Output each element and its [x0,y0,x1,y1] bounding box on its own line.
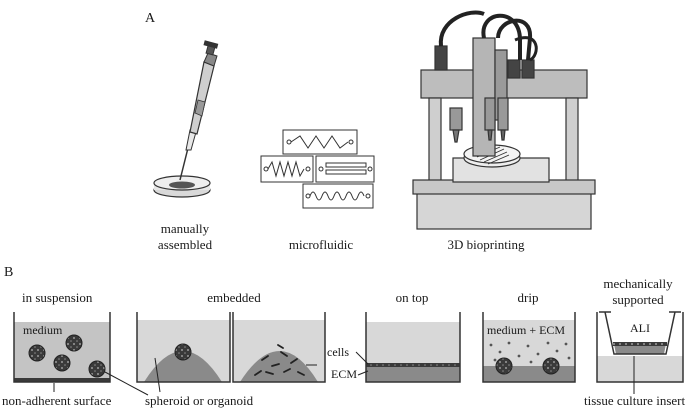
well-suspension [13,312,111,383]
bioprinter-icon [412,10,596,230]
method-label-manual-line2: assembled [158,237,213,252]
well-on-top [365,312,461,383]
well-drip [482,312,576,383]
panel-a-letter: A [145,11,156,26]
method-label-manual-line1: manually [161,221,210,236]
label-spheroid-organoid: spheroid or organoid [145,393,254,408]
header-drip: drip [518,290,539,305]
leader-lines [53,351,635,396]
label-tissue-culture-insert: tissue culture insert [584,393,685,408]
label-ali: ALI [630,321,650,335]
header-mech-line2: supported [612,292,664,307]
label-medium-ecm: medium + ECM [487,323,565,337]
method-label-microfluidic: microfluidic [289,237,353,252]
method-label-bioprinting: 3D bioprinting [448,237,525,252]
well-embedded-cells [232,312,326,383]
header-mech-line1: mechanically [603,276,673,291]
well-embedded-spheroid [136,312,231,383]
label-cells: cells [327,345,349,359]
label-ecm: ECM [331,367,357,381]
header-in-suspension: in suspension [22,290,93,305]
microfluidic-chips-icon [260,129,375,209]
well-transwell-insert [596,311,684,383]
pipette-petri-dish-icon [153,40,219,198]
header-on-top: on top [396,290,429,305]
header-embedded: embedded [207,290,261,305]
label-medium: medium [23,323,63,337]
panel-b-letter: B [4,265,13,280]
label-non-adherent-surface: non-adherent surface [2,393,112,408]
